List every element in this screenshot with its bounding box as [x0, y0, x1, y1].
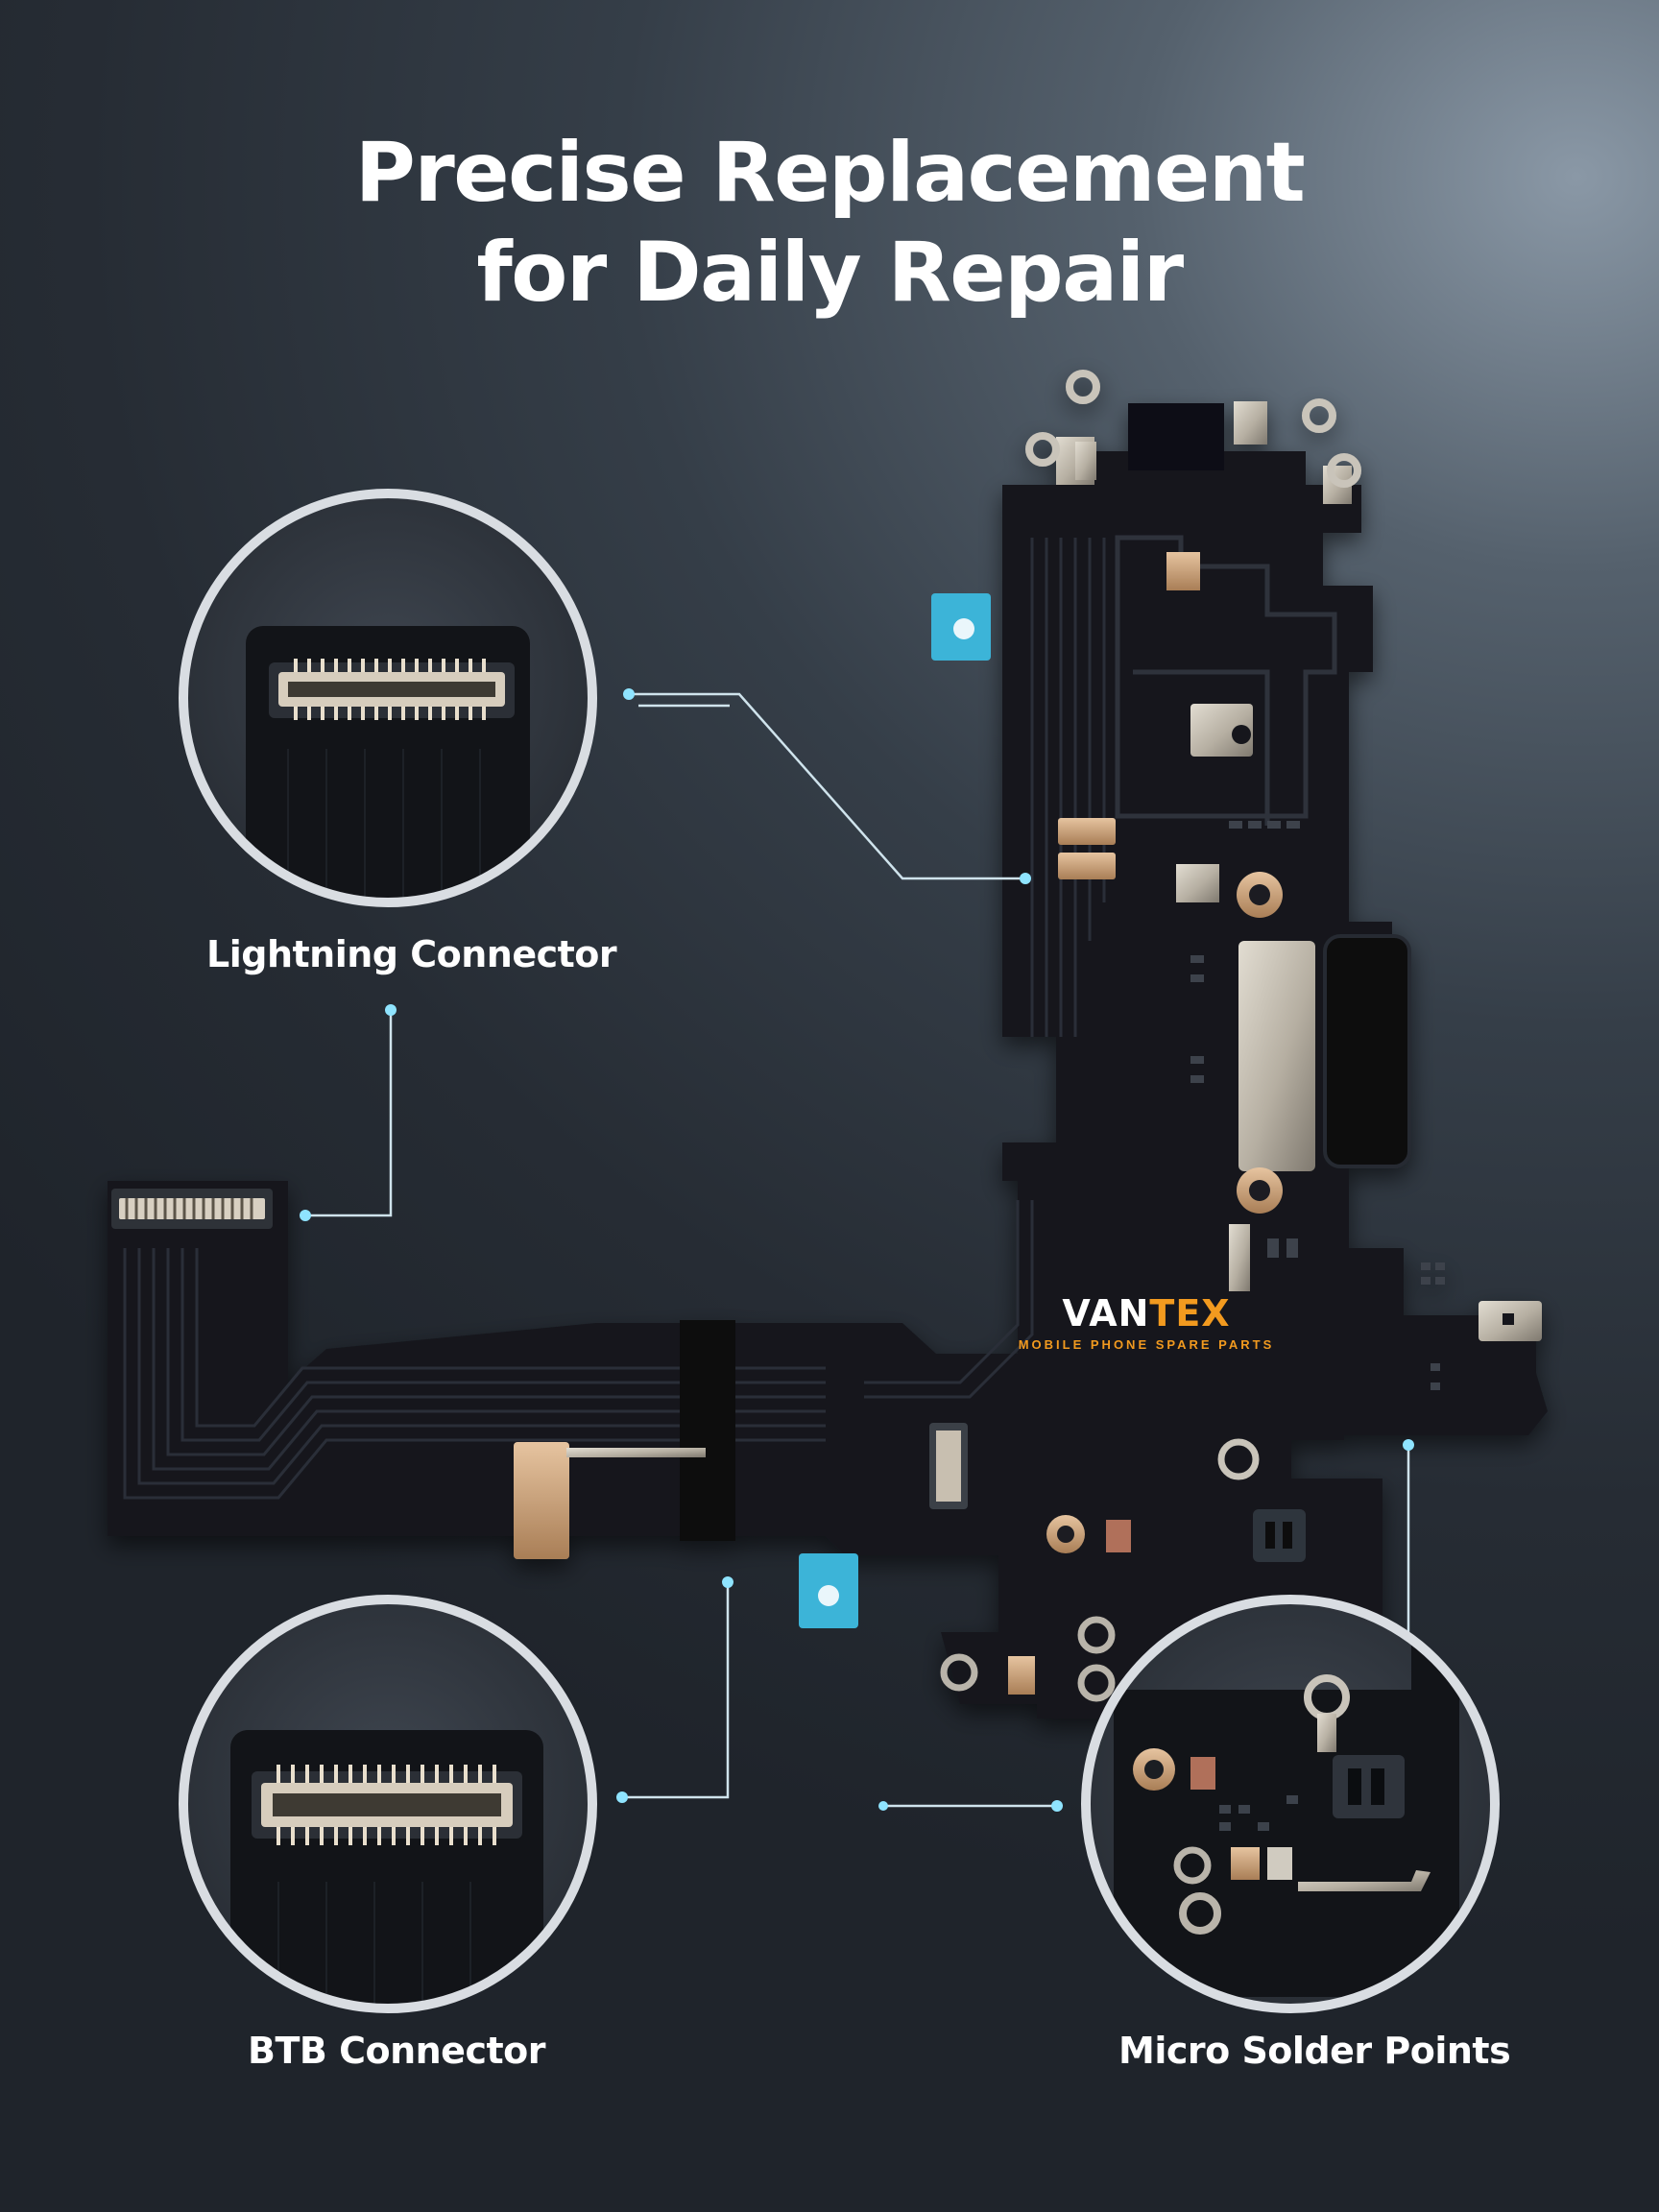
callout-line-btb [305, 1010, 393, 1217]
adhesive-tab-lower [799, 1553, 858, 1628]
zoom-micro-solder-points [1081, 1595, 1500, 2013]
label-btb-connector: BTB Connector [248, 2030, 546, 2072]
brand-name-part-1: VAN [1062, 1292, 1150, 1334]
brand-name: VANTEX [1002, 1292, 1290, 1334]
brand-logo: VANTEX MOBILE PHONE SPARE PARTS [1002, 1292, 1290, 1356]
headline-line-1: Precise Replacement [354, 125, 1306, 221]
brand-tagline: MOBILE PHONE SPARE PARTS [1018, 1337, 1275, 1352]
callout-line-lightning [629, 692, 1025, 880]
callout-line-btb-lower [622, 1582, 730, 1799]
callout-dots [300, 688, 1414, 1812]
brand-name-part-2: TEX [1149, 1292, 1231, 1334]
headline-line-2: for Daily Repair [476, 225, 1184, 321]
label-micro-solder-points: Micro Solder Points [1118, 2030, 1511, 2072]
zoom-lightning-connector [179, 489, 597, 907]
headline: Precise Replacement for Daily Repair [0, 123, 1659, 323]
label-lightning-connector: Lightning Connector [206, 933, 617, 975]
right-arm [1306, 1248, 1548, 1435]
callout-lines [305, 692, 1410, 1808]
adhesive-tab-upper [931, 593, 991, 661]
zoom-btb-connector [179, 1595, 597, 2013]
